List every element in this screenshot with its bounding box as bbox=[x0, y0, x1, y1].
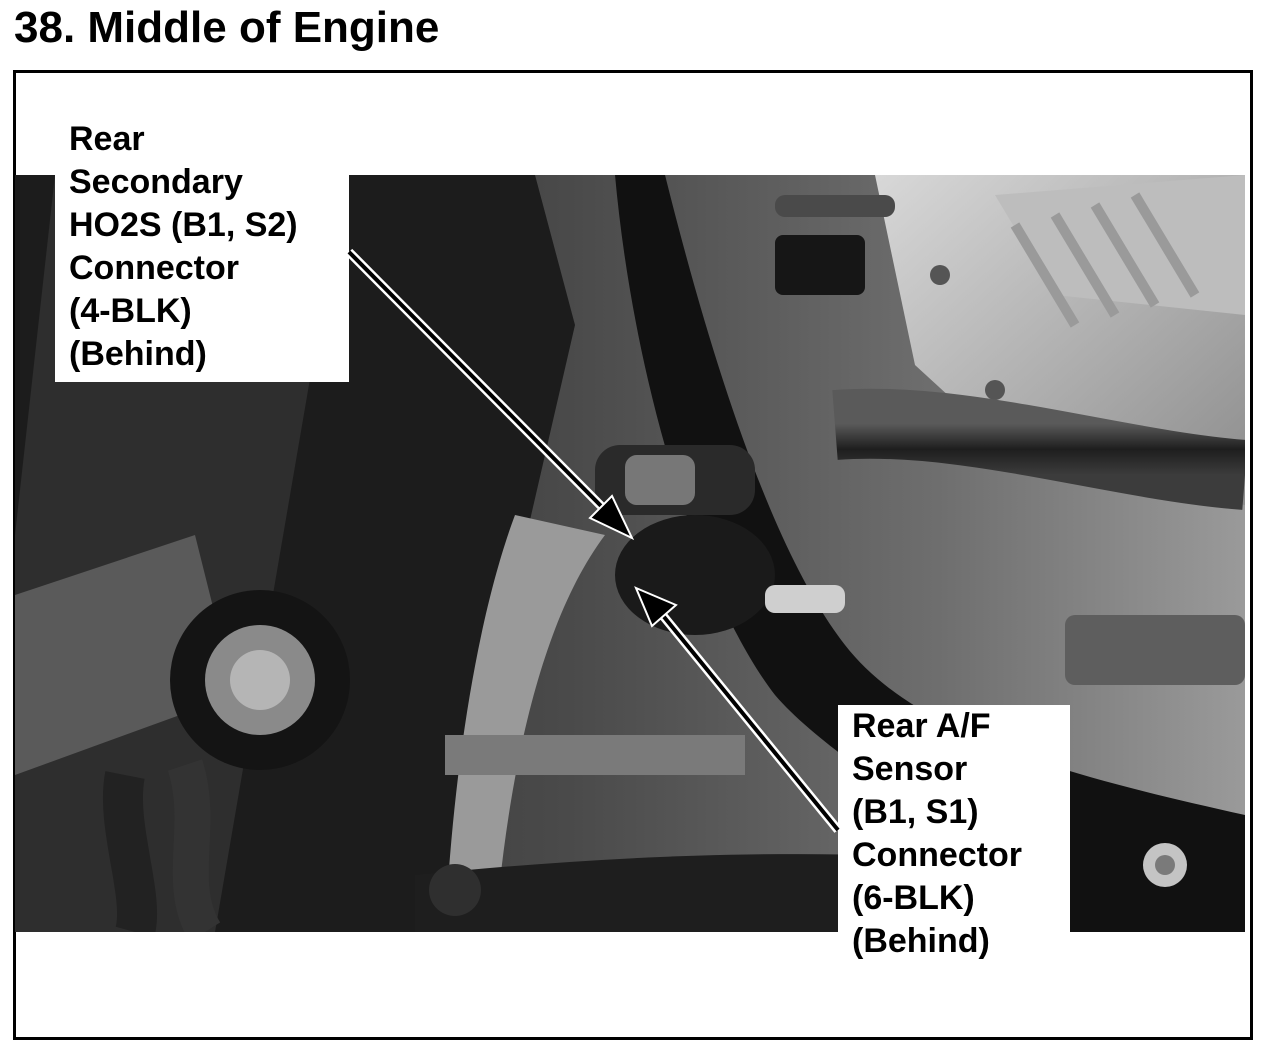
callout-ho2s-line-5: (4-BLK) bbox=[69, 292, 192, 330]
callout-ho2s-line-2: Secondary bbox=[69, 163, 243, 201]
callout-af-line-1: Rear A/F bbox=[852, 707, 991, 745]
callout-rear-af-sensor: Rear A/F Sensor (B1, S1) Connector (6-BL… bbox=[838, 705, 1070, 969]
callout-ho2s-line-1: Rear bbox=[69, 120, 145, 158]
callout-af-line-5: (6-BLK) bbox=[852, 879, 975, 917]
callout-ho2s-line-6: (Behind) bbox=[69, 335, 207, 373]
page-title: 38. Middle of Engine bbox=[14, 3, 440, 52]
callout-af-line-4: Connector bbox=[852, 836, 1022, 874]
callout-ho2s-line-3: HO2S (B1, S2) bbox=[69, 206, 298, 244]
callout-ho2s-line-4: Connector bbox=[69, 249, 239, 287]
callout-rear-secondary-ho2s: Rear Secondary HO2S (B1, S2) Connector (… bbox=[55, 118, 349, 382]
callout-af-line-6: (Behind) bbox=[852, 922, 990, 960]
callout-af-line-2: Sensor bbox=[852, 750, 968, 788]
callout-af-line-3: (B1, S1) bbox=[852, 793, 979, 831]
